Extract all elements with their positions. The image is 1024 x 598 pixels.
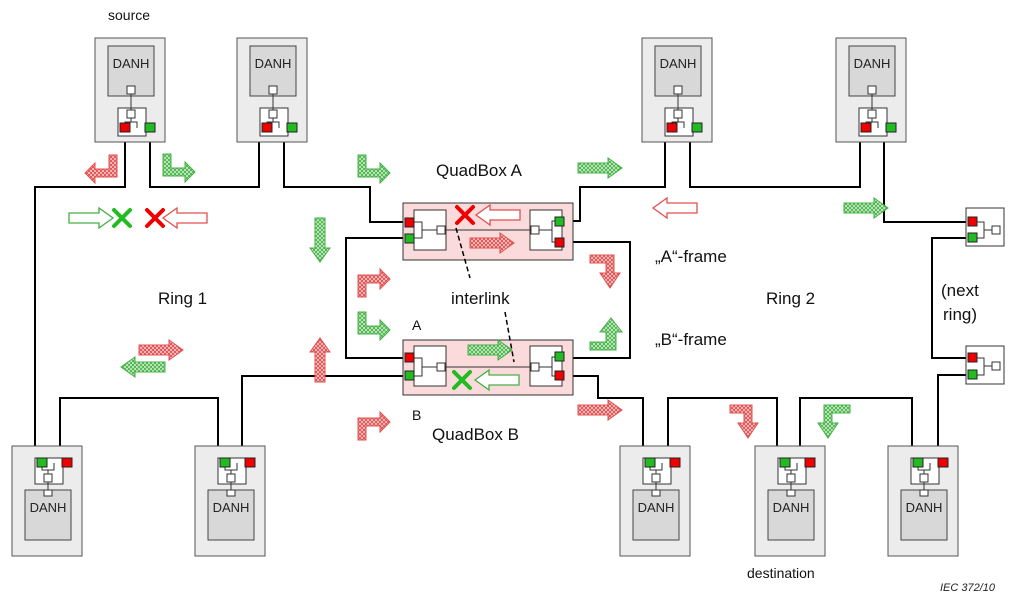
b-frame-arrow-icon — [473, 368, 520, 392]
ring-1-label: Ring 1 — [158, 289, 207, 308]
b-frame-arrow-icon — [817, 404, 851, 439]
port — [691, 122, 703, 133]
port — [244, 457, 256, 468]
discard-x-icon — [452, 370, 472, 390]
port-a-label: A — [412, 317, 422, 333]
danh-node: DANH — [94, 37, 166, 143]
port — [885, 122, 897, 133]
a-frame-arrow-icon — [729, 404, 759, 439]
danh-node: DANH — [754, 445, 826, 557]
frame-arrows — [84, 153, 851, 441]
destination-label: destination — [747, 565, 815, 581]
a-frame-label: „A“-frame — [655, 247, 727, 266]
danh-node: DANH — [887, 445, 959, 557]
danh-node: DANH — [236, 37, 308, 143]
danh-label: DANH — [113, 56, 150, 71]
a-frame-arrow-icon — [138, 339, 184, 361]
danh-label: DANH — [213, 500, 250, 515]
interlink-line-b — [504, 311, 515, 363]
a-frame-arrow-icon — [309, 337, 331, 383]
port-b-label: B — [412, 407, 421, 423]
iec-reference: IEC 372/10 — [940, 582, 996, 594]
danh-node: DANH — [641, 37, 713, 143]
next-ring-label-line2: ring) — [943, 305, 977, 324]
discard-marks — [112, 205, 475, 390]
ring-2-label: Ring 2 — [766, 289, 815, 308]
discard-x-icon — [145, 208, 165, 228]
quadbox-a — [402, 202, 574, 261]
source-label: source — [108, 7, 150, 23]
port — [666, 122, 678, 133]
ring-2-wires — [562, 130, 972, 463]
port-green — [554, 351, 565, 362]
port — [219, 457, 231, 468]
b-frame-arrow-icon — [589, 317, 624, 351]
ring-1-wires — [34, 130, 410, 463]
port — [860, 122, 872, 133]
next-ring-label-line1: (next — [941, 281, 979, 300]
port — [144, 122, 156, 133]
danh-label: DANH — [660, 56, 697, 71]
port — [286, 122, 298, 133]
b-frame-arrow-icon — [843, 197, 889, 219]
a-frame-arrow-icon — [651, 196, 698, 220]
quadbox-b — [402, 339, 574, 396]
b-frame-label: „B“-frame — [655, 330, 727, 349]
discard-x-icon — [112, 208, 132, 228]
quadbox-b-label: QuadBox B — [432, 425, 519, 444]
danh-label: DANH — [906, 500, 943, 515]
b-frame-arrow-icon — [357, 311, 391, 342]
a-frame-arrow-icon — [161, 206, 208, 230]
discard-x-icon — [455, 205, 475, 225]
port-b-green — [404, 233, 415, 244]
port-a-red — [404, 217, 415, 228]
port-green — [404, 370, 415, 381]
port — [644, 457, 656, 468]
interlink-label: interlink — [451, 289, 510, 308]
port-red — [404, 352, 415, 363]
a-frame-arrow-icon — [357, 410, 391, 441]
port — [937, 457, 949, 468]
danh-label: DANH — [30, 500, 67, 515]
danh-label: DANH — [255, 56, 292, 71]
b-frame-arrow-icon — [357, 154, 391, 185]
next-ring-port-bottom — [965, 345, 1005, 385]
port — [804, 457, 816, 468]
interlink-line-a — [455, 227, 471, 279]
b-frame-arrow-icon — [467, 339, 513, 361]
a-frame-arrow-icon — [577, 399, 623, 421]
port — [779, 457, 791, 468]
danh-node: DANH — [619, 445, 691, 557]
b-frame-arrow-icon — [68, 206, 115, 230]
b-frame-arrow-icon — [162, 153, 196, 184]
a-frame-arrow-icon — [589, 254, 621, 289]
a-frame-arrow-icon — [84, 154, 118, 185]
b-frame-arrow-icon — [309, 217, 331, 263]
port — [61, 457, 73, 468]
port-red — [554, 237, 565, 248]
danh-node: DANH — [11, 445, 83, 557]
next-ring-port-top — [965, 207, 1005, 247]
a-frame-arrow-icon — [357, 267, 391, 298]
port — [261, 122, 273, 133]
port-green — [554, 216, 565, 227]
b-frame-arrow-icon — [120, 356, 166, 378]
port — [119, 122, 131, 133]
port — [912, 457, 924, 468]
danh-label: DANH — [773, 500, 810, 515]
danh-label: DANH — [638, 500, 675, 515]
b-frame-arrow-icon — [577, 157, 623, 179]
port-red — [554, 370, 565, 381]
port — [36, 457, 48, 468]
quadbox-a-label: QuadBox A — [436, 161, 523, 180]
straight-arrows — [68, 157, 889, 421]
danh-node: DANH — [194, 445, 266, 557]
a-frame-arrow-icon — [474, 203, 521, 227]
port — [669, 457, 681, 468]
a-frame-arrow-icon — [469, 232, 515, 254]
danh-node: DANH — [835, 37, 907, 143]
danh-label: DANH — [854, 56, 891, 71]
